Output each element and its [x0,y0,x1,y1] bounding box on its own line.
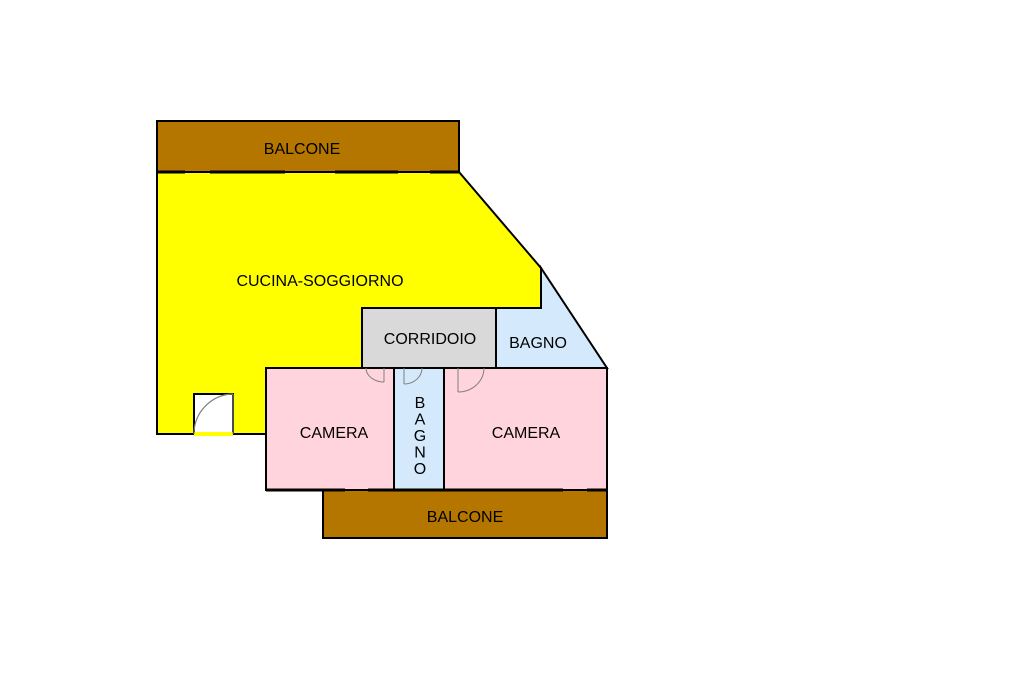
window-walls [157,170,607,492]
balcone-top-area [156,120,460,173]
bagno-right-area [495,264,609,369]
balcone-bottom-area [322,489,608,539]
bagno-vertical-letter: A [415,412,426,429]
corridoio-label: CORRIDOIO [384,331,476,348]
interior-doors [365,367,485,393]
entrance-door [193,393,234,436]
balcone-top-label: BALCONE [264,141,340,158]
bagno-vertical-letter: B [415,395,426,412]
camera-right-label: CAMERA [492,425,561,442]
balcone-bottom-label: BALCONE [427,509,503,526]
bagno-vertical-letter: G [414,428,426,445]
cucina-soggiorno-label: CUCINA-SOGGIORNO [236,273,403,290]
camera-left-label: CAMERA [300,425,369,442]
bagno-vertical-letter: O [414,461,426,478]
bagno-right-label: BAGNO [509,335,567,352]
bagno-vertical-label: BAGNO [414,395,426,478]
camera-left-area [265,367,395,491]
bagno-vertical-letter: N [414,445,426,462]
